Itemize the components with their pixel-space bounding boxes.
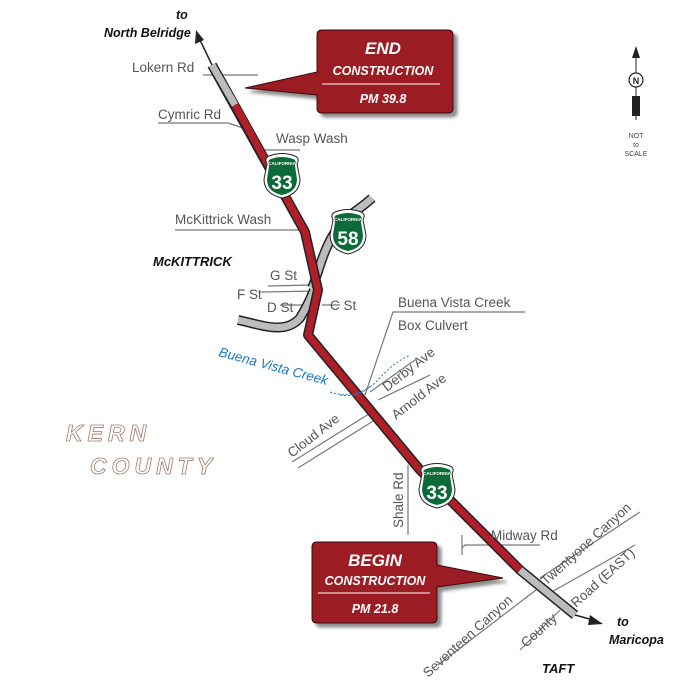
twentyone-canyon-label: Twentyone Canyon xyxy=(538,500,634,588)
mckittrick-town-label: McKITTRICK xyxy=(153,254,233,269)
bv-culvert-leader xyxy=(364,311,525,396)
scale-note-line3: SCALE xyxy=(625,151,648,158)
twentyone-road-east-line xyxy=(547,544,636,595)
local-roads xyxy=(158,74,641,666)
south-to-label: to xyxy=(617,615,629,629)
begin-postmile: PM 21.8 xyxy=(352,602,399,616)
route-33-shield-north: CALIFORNIA 33 xyxy=(263,153,301,199)
bv-culvert-label-line2: Box Culvert xyxy=(398,318,468,333)
taft-town-label: TAFT xyxy=(542,661,575,676)
shield-route-number: 33 xyxy=(426,483,447,504)
end-postmile: PM 39.8 xyxy=(360,92,407,106)
lokern-road-label: Lokern Rd xyxy=(132,60,194,75)
end-construction-callout xyxy=(244,29,454,114)
arnold-ave-line xyxy=(377,374,431,401)
shield-state-text: CALIFORNIA xyxy=(334,217,362,222)
south-destination-label: Maricopa xyxy=(609,633,664,647)
shield-state-text: CALIFORNIA xyxy=(268,161,296,166)
f-st-label: F St xyxy=(237,287,262,302)
derby-ave-line xyxy=(369,359,416,393)
scale-note-line1: NOT xyxy=(629,133,645,140)
scale-note-line2: to xyxy=(633,142,639,149)
cloud-ave-line-1 xyxy=(291,411,373,463)
buena-vista-creek xyxy=(329,354,411,397)
shield-state-text: CALIFORNIA xyxy=(423,471,451,476)
twentyone-canyon-line xyxy=(539,511,641,579)
compass-north-arrow: N xyxy=(628,46,644,120)
shield-route-number: 33 xyxy=(271,173,292,194)
begin-title: BEGIN xyxy=(348,551,403,570)
county-label-line1: KERN xyxy=(66,420,151,446)
g-st-label: G St xyxy=(270,268,297,283)
creek-label: Buena Vista Creek xyxy=(217,344,331,388)
shield-route-number: 58 xyxy=(337,229,358,250)
cymric-road-line xyxy=(158,122,244,129)
north-to-label: to xyxy=(176,8,188,22)
north-direction-arrow xyxy=(195,30,213,66)
cloud-ave-line-2 xyxy=(297,417,379,469)
c-st-label: C St xyxy=(330,298,357,313)
end-title: END xyxy=(365,39,401,58)
midway-road-label: Midway Rd xyxy=(491,528,558,543)
county-road-line xyxy=(519,609,561,651)
end-subtitle: CONSTRUCTION xyxy=(333,64,435,78)
seventeen-canyon-line xyxy=(437,589,537,666)
bv-culvert-label-line1: Buena Vista Creek xyxy=(398,295,511,310)
mckittrick-wash-label: McKittrick Wash xyxy=(175,212,271,227)
midway-road-line xyxy=(461,544,540,549)
south-direction-arrow xyxy=(574,614,603,625)
county-road-label: County xyxy=(518,610,560,650)
route-33-shield-south: CALIFORNIA 33 xyxy=(418,463,456,509)
begin-subtitle: CONSTRUCTION xyxy=(325,574,427,588)
north-destination-label: North Belridge xyxy=(104,26,191,40)
d-st-label: D St xyxy=(267,300,294,315)
wasp-wash-label: Wasp Wash xyxy=(276,131,348,146)
county-label-line2: COUNTY xyxy=(90,453,217,479)
begin-construction-callout xyxy=(311,541,504,624)
shale-road-label: Shale Rd xyxy=(391,472,406,528)
g-st-line xyxy=(267,284,313,287)
compass-letter: N xyxy=(633,76,640,86)
cymric-road-label: Cymric Rd xyxy=(158,107,221,122)
route-58-shield: CALIFORNIA 58 xyxy=(329,209,367,255)
